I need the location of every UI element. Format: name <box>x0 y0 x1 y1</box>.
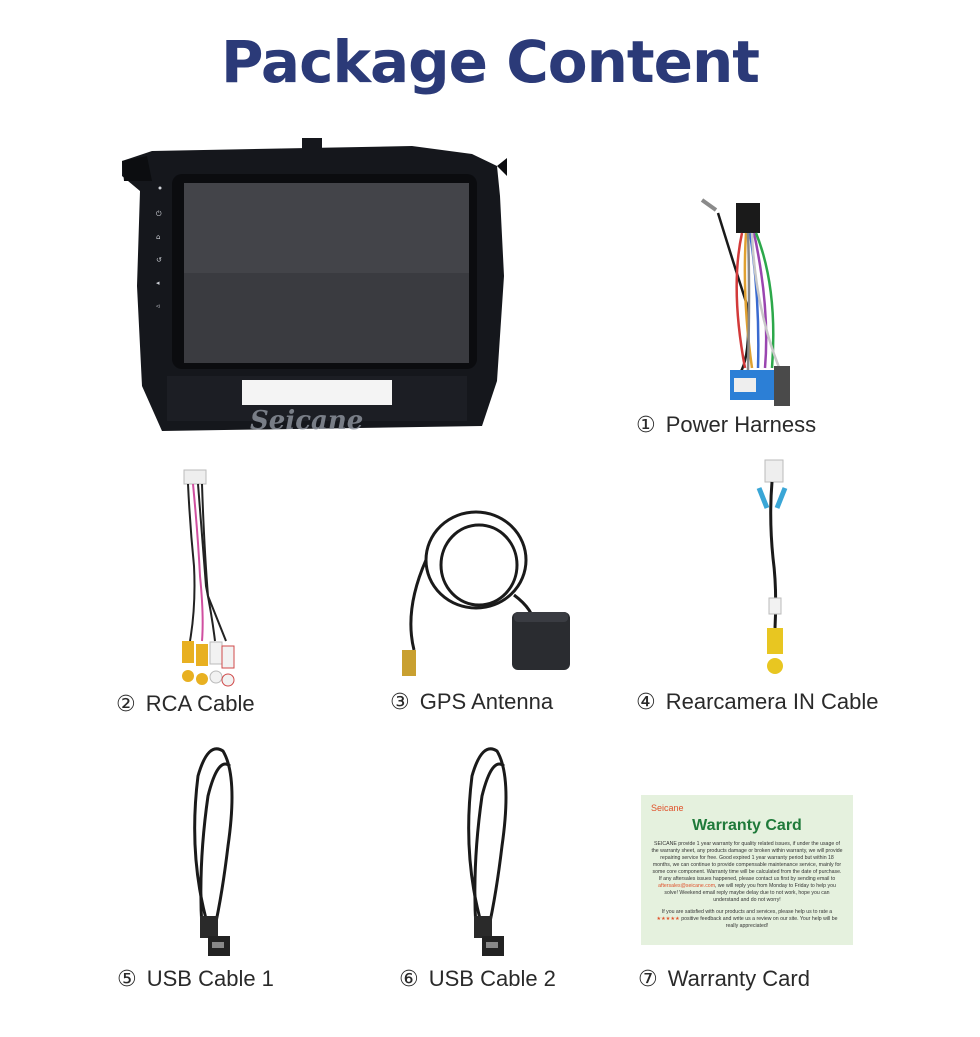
warranty-card-brand: Seicane <box>651 803 684 813</box>
svg-text:◃: ◃ <box>156 302 160 310</box>
usb-cable-2-image <box>467 747 508 956</box>
warranty-card-image: Seicane Warranty Card SEICANE provide 1 … <box>641 795 853 945</box>
rca-cable-image <box>182 469 235 687</box>
page-title: Package Content <box>220 28 760 96</box>
gps-antenna-image <box>402 510 570 676</box>
svg-text:⌂: ⌂ <box>156 233 160 241</box>
svg-text:◂: ◂ <box>156 279 160 287</box>
stars-icon: ★★★★★ <box>656 916 680 922</box>
head-unit-image: ⏻ ⌂ ↺ ◂ ◃ Seicane <box>122 138 507 436</box>
warranty-card-title: Warranty Card <box>692 817 802 834</box>
brand-watermark: Seicane <box>250 406 363 436</box>
power-harness-image <box>700 198 790 406</box>
svg-text:⏻: ⏻ <box>156 210 162 218</box>
warranty-card-body: SEICANE provide 1 year warranty for qual… <box>651 841 843 929</box>
rearcamera-cable-image <box>756 459 788 674</box>
usb-cable-1-image <box>193 747 234 956</box>
svg-text:↺: ↺ <box>156 256 162 264</box>
